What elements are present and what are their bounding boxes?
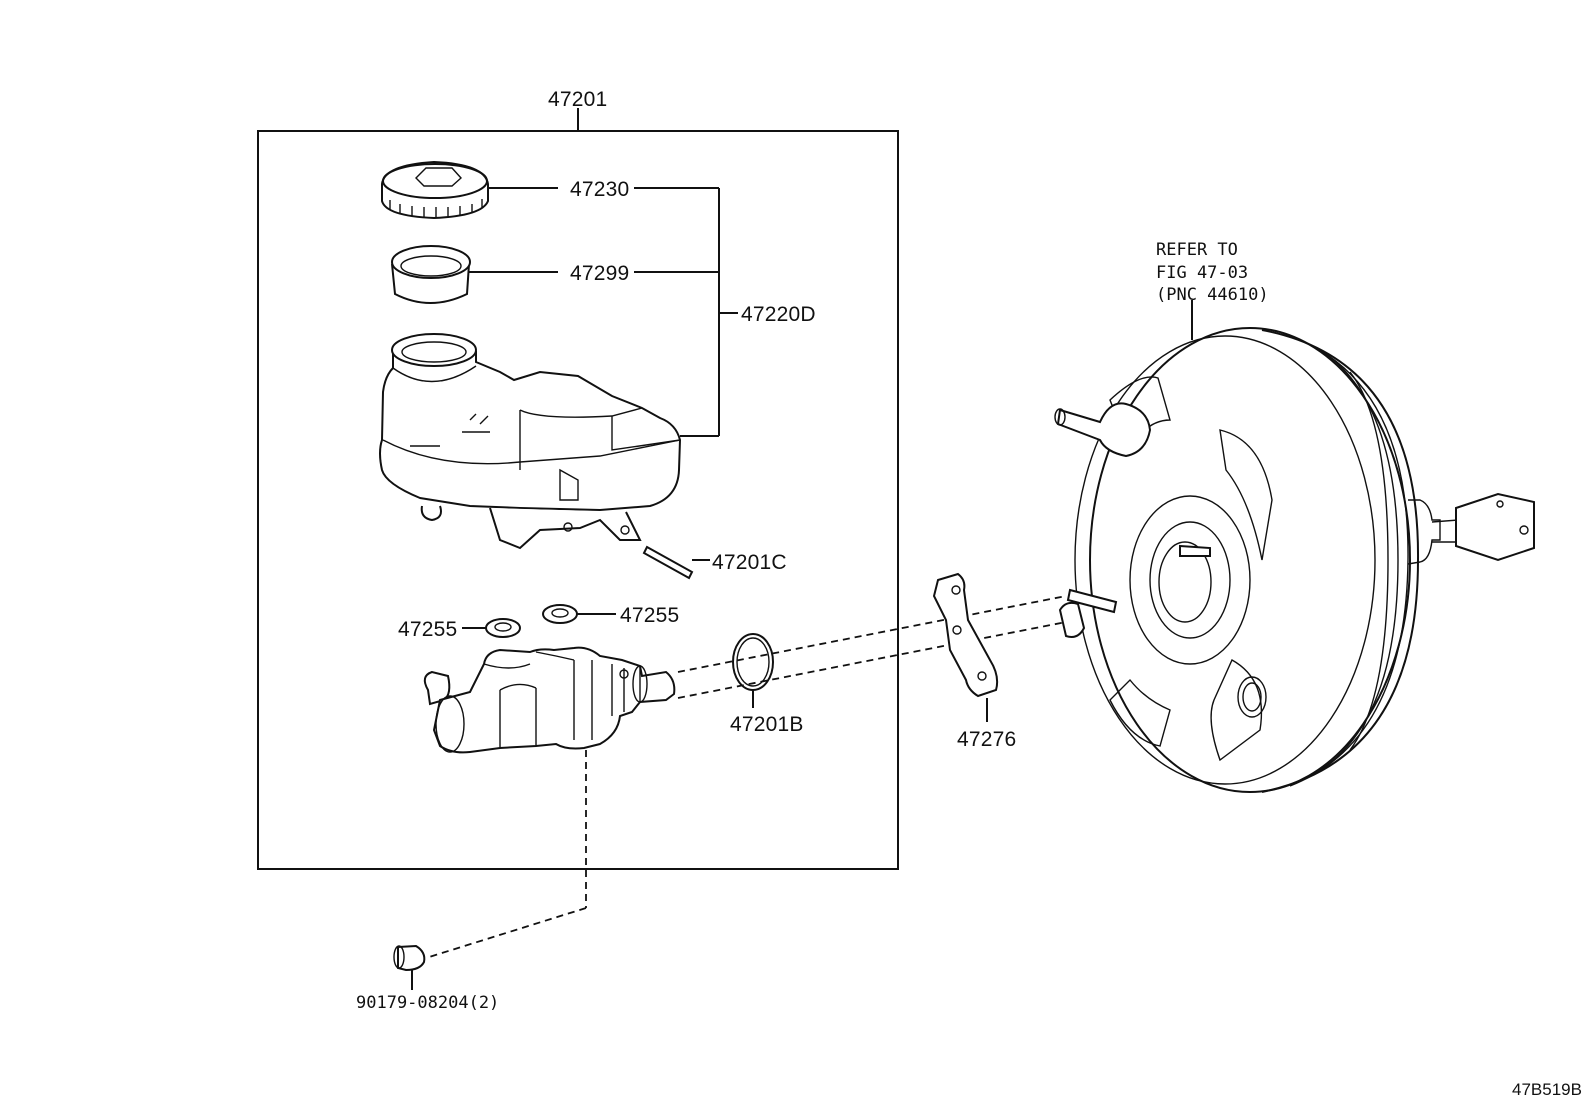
plate-label[interactable]: 47276 [957, 728, 1016, 751]
assembly-frame [257, 108, 899, 870]
assembly-label[interactable]: 47201 [548, 88, 607, 111]
reservoir-set-label[interactable]: 47220D [741, 303, 816, 326]
figure-code: 47B519B [1512, 1080, 1582, 1099]
refer-note: REFER TO FIG 47-03 (PNC 44610) [1156, 240, 1269, 305]
grommet-right-label[interactable]: 47255 [620, 604, 679, 627]
cap-label[interactable]: 47230 [570, 178, 629, 201]
pin-part[interactable] [642, 545, 694, 580]
refer-note-line3: (PNC 44610) [1156, 285, 1269, 305]
refer-note-line2: FIG 47-03 [1156, 263, 1248, 283]
reservoir-set-bracket [680, 188, 738, 437]
plug-part[interactable] [393, 944, 426, 972]
o-ring-part[interactable] [732, 633, 774, 691]
brake-booster-part[interactable] [1054, 327, 1535, 793]
strainer-part[interactable] [391, 245, 471, 304]
o-ring-label[interactable]: 47201B [730, 713, 804, 736]
reservoir-cap-part[interactable] [381, 160, 489, 220]
strainer-label[interactable]: 47299 [570, 262, 629, 285]
plate-part[interactable] [932, 572, 999, 698]
refer-note-line1: REFER TO [1156, 240, 1238, 260]
pin-label[interactable]: 47201C [712, 551, 787, 574]
grommet-right-part[interactable] [542, 604, 578, 624]
grommet-left-label[interactable]: 47255 [398, 618, 457, 641]
alignment-lines [425, 595, 1067, 959]
master-cylinder-part[interactable] [423, 646, 676, 754]
reservoir-part[interactable] [379, 333, 682, 550]
plug-label[interactable]: 90179-08204(2) [356, 993, 499, 1013]
grommet-left-part[interactable] [485, 618, 521, 638]
